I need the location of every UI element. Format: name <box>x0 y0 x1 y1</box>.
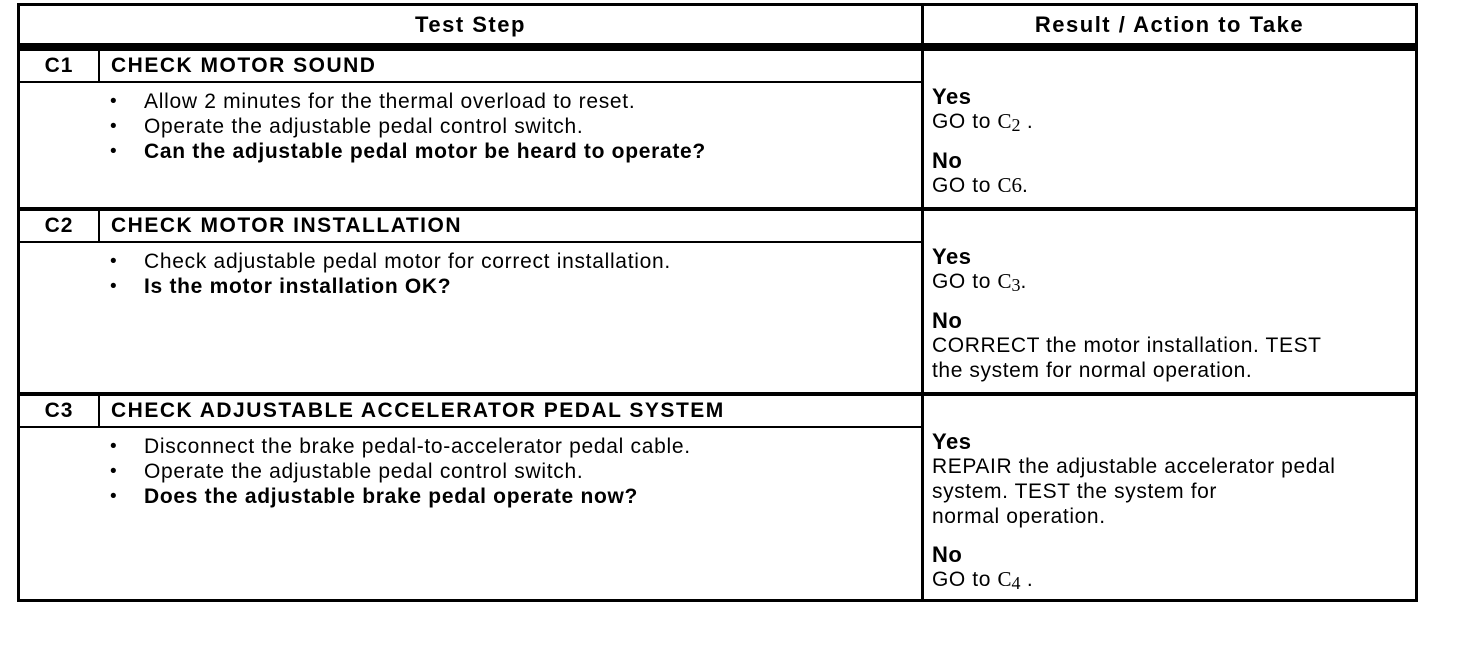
no-result: No GO to C4 . <box>932 542 1407 593</box>
step-reference-link[interactable]: C3 <box>997 269 1021 295</box>
verdict-no: No <box>932 308 963 333</box>
action-text-line: REPAIR the adjustable accelerator pedal <box>932 455 1336 478</box>
test-section-c1: C1 CHECK MOTOR SOUND • Allow 2 minutes fo… <box>20 47 1415 207</box>
step-reference-link[interactable]: C6 <box>997 173 1022 197</box>
test-step-cell: C2 CHECK MOTOR INSTALLATION • Check adjus… <box>20 211 921 392</box>
instruction-item: • Check adjustable pedal motor for correc… <box>108 249 921 274</box>
step-title: CHECK MOTOR INSTALLATION <box>111 214 462 237</box>
step-id: C2 <box>20 211 100 241</box>
bullet-icon: • <box>110 116 118 137</box>
test-step-column-header: Test Step <box>415 11 526 37</box>
pinpoint-test-table: Test Step Result / Action to Take C1 CHE… <box>17 3 1418 602</box>
goto-prefix: GO to <box>932 110 998 133</box>
instruction-item: • Operate the adjustable pedal control sw… <box>108 459 921 484</box>
action-goto: GO to C6. <box>932 173 1407 198</box>
bullet-icon: • <box>110 436 118 457</box>
instruction-question: • Is the motor installation OK? <box>108 274 921 299</box>
verdict-no: No <box>932 542 963 567</box>
no-result: No CORRECT the motor installation. TEST … <box>932 308 1407 383</box>
action-text-line: normal operation. <box>932 505 1106 528</box>
ref-letter: C <box>997 109 1012 133</box>
step-instructions: • Allow 2 minutes for the thermal overloa… <box>20 83 921 164</box>
goto-suffix: . <box>1020 110 1034 133</box>
step-title-row: C1 CHECK MOTOR SOUND <box>20 51 921 83</box>
no-result: No GO to C6. <box>932 148 1407 198</box>
instruction-text: Allow 2 minutes for the thermal overload… <box>144 90 636 113</box>
instruction-text: Does the adjustable brake pedal operate … <box>144 485 639 508</box>
instruction-item: • Operate the adjustable pedal control sw… <box>108 114 921 139</box>
result-action-column-header: Result / Action to Take <box>921 6 1415 43</box>
instruction-text: Disconnect the brake pedal-to-accelerato… <box>144 435 691 458</box>
test-section-c2: C2 CHECK MOTOR INSTALLATION • Check adjus… <box>20 207 1415 392</box>
goto-suffix: . <box>1021 174 1029 197</box>
goto-prefix: GO to <box>932 270 998 293</box>
verdict-yes: Yes <box>932 244 972 269</box>
ref-digit: 3 <box>1011 275 1021 295</box>
step-title-row: C3 CHECK ADJUSTABLE ACCELERATOR PEDAL SY… <box>20 396 921 428</box>
instruction-text: Can the adjustable pedal motor be heard … <box>144 140 706 163</box>
instruction-item: • Allow 2 minutes for the thermal overloa… <box>108 89 921 114</box>
yes-result: Yes REPAIR the adjustable accelerator pe… <box>932 429 1407 529</box>
bullet-icon: • <box>110 461 118 482</box>
instruction-question: • Can the adjustable pedal motor be heard… <box>108 139 921 164</box>
result-action-cell: Yes GO to C2 . No GO to C6. <box>921 51 1415 207</box>
instruction-text: Is the motor installation OK? <box>144 275 452 298</box>
result-action-cell: Yes REPAIR the adjustable accelerator pe… <box>921 396 1415 599</box>
step-instructions: • Check adjustable pedal motor for correc… <box>20 243 921 299</box>
test-step-cell: C1 CHECK MOTOR SOUND • Allow 2 minutes fo… <box>20 51 921 207</box>
yes-result: Yes GO to C3. <box>932 244 1407 295</box>
bullet-icon: • <box>110 486 118 507</box>
instruction-question: • Does the adjustable brake pedal operate… <box>108 484 921 509</box>
table-header-row: Test Step Result / Action to Take <box>20 6 1415 47</box>
action-goto: GO to C3. <box>932 269 1407 295</box>
bullet-icon: • <box>110 91 118 112</box>
verdict-yes: Yes <box>932 429 972 454</box>
instruction-item: • Disconnect the brake pedal-to-accelerat… <box>108 434 921 459</box>
goto-suffix: . <box>1020 568 1034 591</box>
step-id: C3 <box>20 396 100 426</box>
test-section-c3: C3 CHECK ADJUSTABLE ACCELERATOR PEDAL SY… <box>20 392 1415 599</box>
instruction-text: Operate the adjustable pedal control swi… <box>144 460 584 483</box>
yes-result: Yes GO to C2 . <box>932 84 1407 135</box>
ref-letter: C <box>997 173 1012 197</box>
verdict-no: No <box>932 148 963 173</box>
test-step-cell: C3 CHECK ADJUSTABLE ACCELERATOR PEDAL SY… <box>20 396 921 599</box>
step-reference-link[interactable]: C4 <box>997 567 1021 593</box>
step-reference-link[interactable]: C2 <box>997 109 1021 135</box>
step-title: CHECK MOTOR SOUND <box>111 54 377 77</box>
instruction-text: Operate the adjustable pedal control swi… <box>144 115 584 138</box>
action-text-line: system. TEST the system for <box>932 480 1217 503</box>
step-title-row: C2 CHECK MOTOR INSTALLATION <box>20 211 921 243</box>
verdict-yes: Yes <box>932 84 972 109</box>
goto-prefix: GO to <box>932 174 998 197</box>
bullet-icon: • <box>110 251 118 272</box>
ref-digit: 2 <box>1011 115 1021 135</box>
goto-prefix: GO to <box>932 568 998 591</box>
ref-digit: 4 <box>1011 573 1021 593</box>
bullet-icon: • <box>110 276 118 297</box>
action-goto: GO to C2 . <box>932 109 1407 135</box>
ref-letter: C <box>997 567 1012 591</box>
result-action-cell: Yes GO to C3. No CORRECT the motor insta… <box>921 211 1415 392</box>
ref-letter: C <box>997 269 1012 293</box>
action-text-line: CORRECT the motor installation. TEST <box>932 334 1322 357</box>
goto-suffix: . <box>1020 270 1027 293</box>
action-goto: GO to C4 . <box>932 567 1407 593</box>
step-id: C1 <box>20 51 100 81</box>
action-text-line: the system for normal operation. <box>932 359 1253 382</box>
ref-digit: 6 <box>1011 173 1022 197</box>
step-instructions: • Disconnect the brake pedal-to-accelerat… <box>20 428 921 509</box>
instruction-text: Check adjustable pedal motor for correct… <box>144 250 671 273</box>
step-title: CHECK ADJUSTABLE ACCELERATOR PEDAL SYSTE… <box>111 399 725 422</box>
bullet-icon: • <box>110 141 118 162</box>
